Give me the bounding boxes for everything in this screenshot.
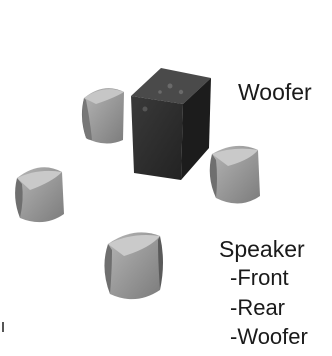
- woofer-label: Woofer: [238, 79, 312, 105]
- edge-mark: [2, 322, 4, 332]
- woofer-box: [131, 68, 211, 180]
- speaker-front-left: [81, 88, 124, 144]
- speaker-right: [209, 145, 260, 204]
- speaker-rear-left: [15, 167, 64, 223]
- speaker-legend-item-rear: -Rear: [230, 295, 286, 320]
- speaker-legend-title: Speaker: [219, 236, 305, 262]
- speaker-legend-item-front: -Front: [230, 265, 289, 290]
- speaker-legend-item-woofer: -Woofer: [230, 324, 308, 349]
- speaker-front-bottom: [104, 232, 163, 300]
